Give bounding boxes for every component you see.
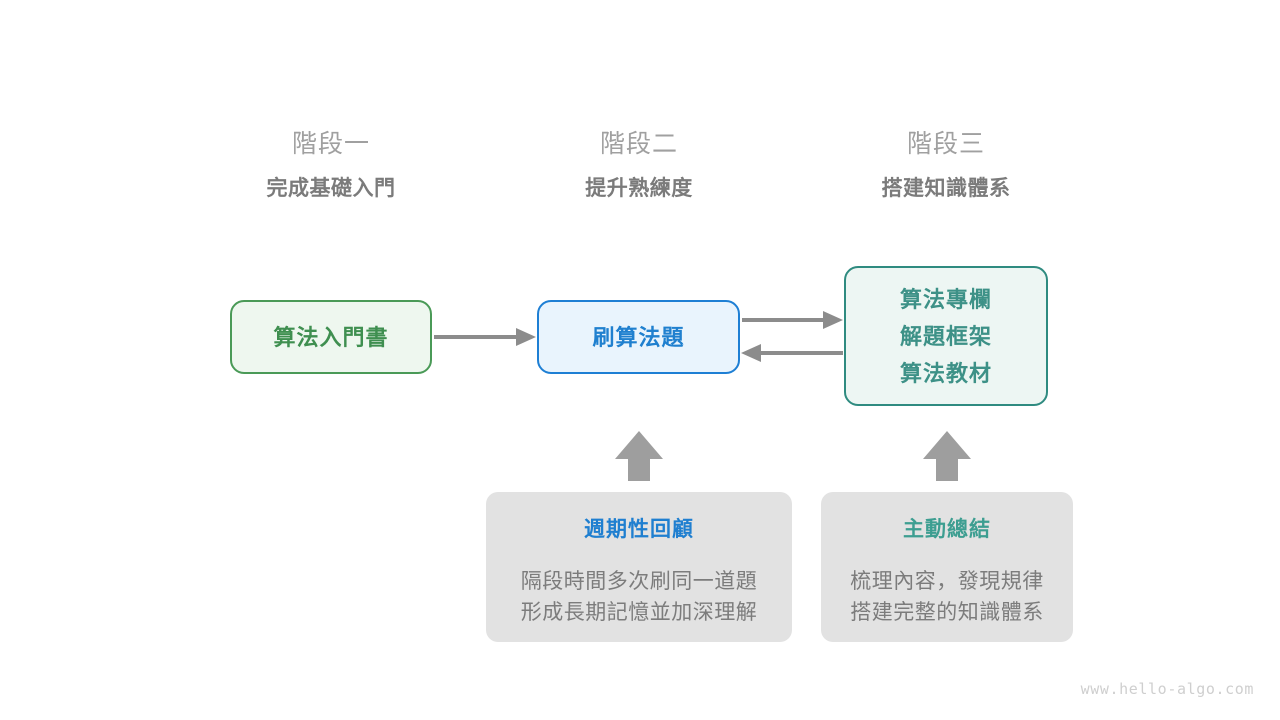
- stage-header-1: 階段一 完成基礎入門: [201, 128, 461, 204]
- note-card-title: 週期性回顧: [584, 518, 694, 541]
- stage-header-2: 階段二 提升熟練度: [509, 128, 769, 204]
- arrow-book-to-practice: [434, 328, 536, 346]
- note-card-body-line: 隔段時間多次刷同一道題: [520, 570, 758, 593]
- note-card-body-line: 形成長期記憶並加深理解: [520, 601, 758, 624]
- flow-box-line: 刷算法題: [592, 324, 685, 350]
- note-card-body-line: 梳理內容，發現規律: [850, 570, 1044, 593]
- stage-index-label: 階段二: [599, 130, 678, 158]
- stage-title-label: 搭建知識體系: [881, 177, 1011, 200]
- flow-box-algorithm-primer-book[interactable]: 算法入門書: [230, 300, 432, 374]
- stage-index-label: 階段三: [906, 130, 985, 158]
- arrow-practice-to-resources: [742, 311, 843, 329]
- flow-box-practice-algorithm-problems[interactable]: 刷算法題: [537, 300, 740, 374]
- stage-index-label: 階段一: [291, 130, 370, 158]
- stage-title-label: 完成基礎入門: [266, 177, 396, 200]
- flow-box-line: 解題框架: [899, 323, 992, 349]
- note-card-title: 主動總結: [903, 518, 991, 541]
- note-card-body-line: 搭建完整的知識體系: [850, 601, 1044, 624]
- note-card-body: 梳理內容，發現規律 搭建完整的知識體系: [850, 566, 1044, 628]
- note-card-active-summary[interactable]: 主動總結 梳理內容，發現規律 搭建完整的知識體系: [821, 492, 1073, 642]
- note-card-body: 隔段時間多次刷同一道題 形成長期記憶並加深理解: [521, 566, 758, 628]
- watermark-url: www.hello-algo.com: [1080, 680, 1254, 698]
- arrow-resources-to-practice: [741, 344, 843, 362]
- flow-box-line: 算法專欄: [899, 286, 992, 312]
- flow-box-line: 算法入門書: [273, 324, 389, 350]
- arrow-summary-up-to-resources: [923, 431, 971, 481]
- stage-header-3: 階段三 搭建知識體系: [816, 128, 1076, 204]
- arrow-review-up-to-practice: [615, 431, 663, 481]
- flow-box-knowledge-resources[interactable]: 算法專欄 解題框架 算法教材: [844, 266, 1048, 406]
- note-card-periodic-review[interactable]: 週期性回顧 隔段時間多次刷同一道題 形成長期記憶並加深理解: [486, 492, 792, 642]
- stage-title-label: 提升熟練度: [585, 177, 693, 200]
- flow-box-line: 算法教材: [899, 360, 992, 386]
